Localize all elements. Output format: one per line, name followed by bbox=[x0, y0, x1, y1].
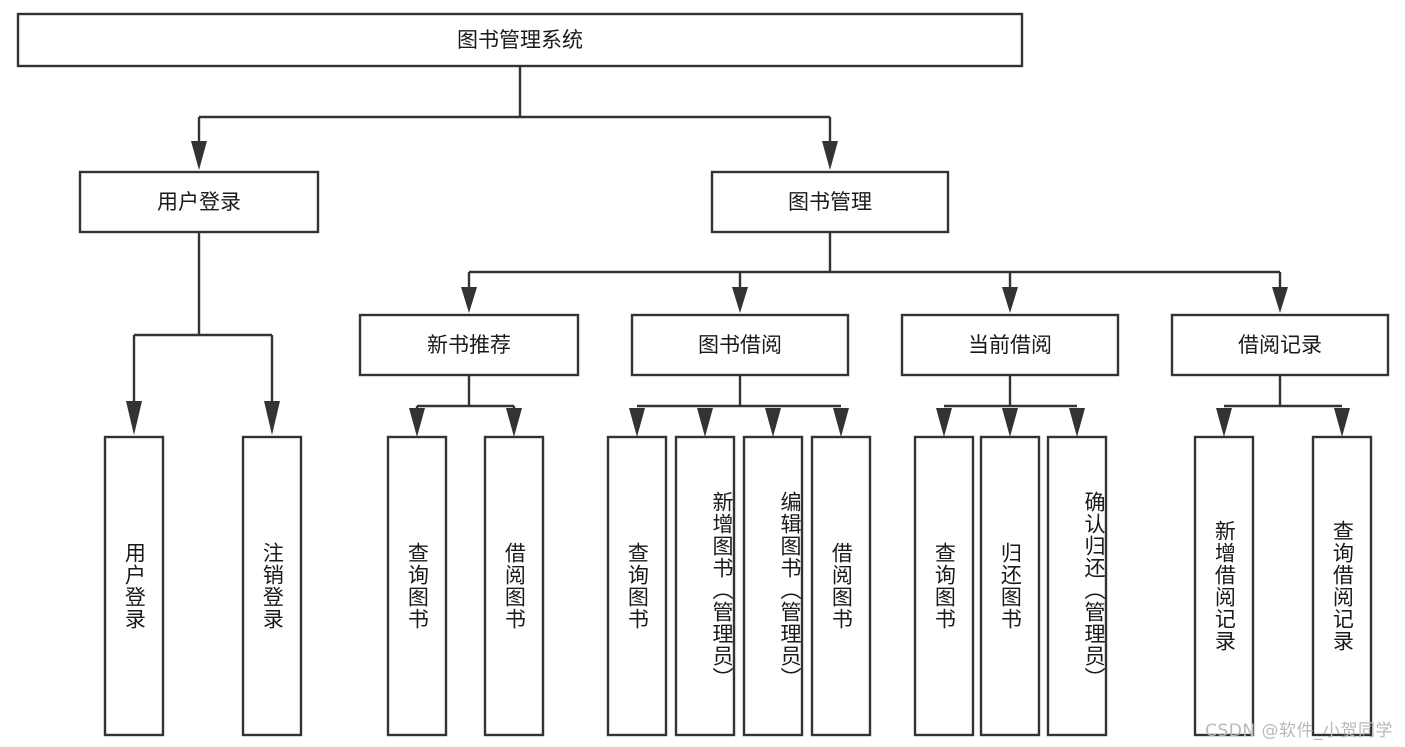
arrow-head-leaf-query-record bbox=[1334, 408, 1350, 437]
arrow-head-leaf-logout-login bbox=[264, 401, 280, 435]
arrow-head-current-borrow bbox=[1002, 287, 1018, 313]
node-leaf-borrow-book-2-label: 借阅图书 bbox=[829, 542, 854, 630]
node-leaf-edit-book-label: 编辑图书（管理员） bbox=[778, 491, 802, 689]
node-leaf-logout-login-label: 注销登录 bbox=[260, 542, 285, 630]
arrow-head-new-book-recommend bbox=[461, 287, 477, 313]
node-leaf-add-record-label: 新增借阅记录 bbox=[1212, 520, 1237, 652]
node-leaf-borrow-book-2[interactable] bbox=[810, 435, 872, 737]
node-root-label: 图书管理系统 bbox=[457, 28, 583, 52]
node-leaf-add-record[interactable] bbox=[1193, 435, 1255, 737]
node-book-borrow[interactable]: 图书借阅 bbox=[630, 313, 850, 377]
node-borrow-record[interactable]: 借阅记录 bbox=[1170, 313, 1390, 377]
connector-layer bbox=[126, 66, 1350, 437]
node-book-management-label: 图书管理 bbox=[788, 190, 872, 214]
node-leaf-borrow-book-1-label: 借阅图书 bbox=[502, 542, 527, 630]
arrow-head-leaf-add-record bbox=[1216, 408, 1232, 437]
node-new-book-recommend-label: 新书推荐 bbox=[427, 333, 511, 357]
node-leaf-query-book-1-label: 查询图书 bbox=[405, 542, 430, 630]
node-leaf-confirm-return-label: 确认归还（管理员） bbox=[1082, 491, 1106, 689]
csdn-watermark: CSDN @软件_小贺同学 bbox=[1205, 721, 1393, 741]
node-book-management[interactable]: 图书管理 bbox=[710, 170, 950, 234]
node-leaf-query-book-2-label: 查询图书 bbox=[625, 542, 650, 630]
node-leaf-edit-book[interactable] bbox=[742, 435, 804, 737]
node-layer: 图书管理系统 用户登录 图书管理 新书推荐 图书借阅 当前 bbox=[16, 12, 1390, 737]
node-leaf-add-book-label: 新增图书（管理员） bbox=[710, 491, 734, 689]
arrow-head-leaf-query-book-2 bbox=[629, 408, 645, 437]
node-root[interactable]: 图书管理系统 bbox=[16, 12, 1024, 68]
node-user-login-label: 用户登录 bbox=[157, 190, 241, 214]
arrow-head-leaf-confirm-return bbox=[1069, 408, 1085, 437]
arrow-head-leaf-borrow-book-1 bbox=[506, 408, 522, 437]
arrow-head-user-login bbox=[191, 141, 207, 170]
node-leaf-return-book-label: 归还图书 bbox=[998, 542, 1023, 630]
node-leaf-query-record-label: 查询借阅记录 bbox=[1330, 520, 1355, 652]
node-leaf-query-book-2[interactable] bbox=[606, 435, 668, 737]
node-current-borrow[interactable]: 当前借阅 bbox=[900, 313, 1120, 377]
node-leaf-logout-login[interactable] bbox=[241, 435, 303, 737]
node-user-login[interactable]: 用户登录 bbox=[78, 170, 320, 234]
node-leaf-user-login[interactable] bbox=[103, 435, 165, 737]
arrow-head-book-management bbox=[822, 141, 838, 170]
node-leaf-return-book[interactable] bbox=[979, 435, 1041, 737]
node-borrow-record-label: 借阅记录 bbox=[1238, 333, 1322, 357]
node-leaf-confirm-return[interactable] bbox=[1046, 435, 1108, 737]
node-current-borrow-label: 当前借阅 bbox=[968, 333, 1052, 357]
node-leaf-user-login-label: 用户登录 bbox=[122, 542, 147, 630]
arrow-head-leaf-edit-book bbox=[765, 408, 781, 437]
arrow-head-leaf-query-book-3 bbox=[936, 408, 952, 437]
arrow-head-leaf-return-book bbox=[1002, 408, 1018, 437]
node-book-borrow-label: 图书借阅 bbox=[698, 333, 782, 357]
node-leaf-query-record[interactable] bbox=[1311, 435, 1373, 737]
node-leaf-add-book[interactable] bbox=[674, 435, 736, 737]
arrow-head-leaf-borrow-book-2 bbox=[833, 408, 849, 437]
arrow-head-borrow-record bbox=[1272, 287, 1288, 313]
arrow-head-leaf-add-book bbox=[697, 408, 713, 437]
node-leaf-query-book-3[interactable] bbox=[913, 435, 975, 737]
arrow-head-leaf-query-book-1 bbox=[409, 408, 425, 437]
arrow-head-leaf-user-login bbox=[126, 401, 142, 435]
node-new-book-recommend[interactable]: 新书推荐 bbox=[358, 313, 580, 377]
node-leaf-query-book-1[interactable] bbox=[386, 435, 448, 737]
arrow-head-book-borrow bbox=[732, 287, 748, 313]
node-leaf-query-book-3-label: 查询图书 bbox=[932, 542, 957, 630]
node-leaf-borrow-book-1[interactable] bbox=[483, 435, 545, 737]
